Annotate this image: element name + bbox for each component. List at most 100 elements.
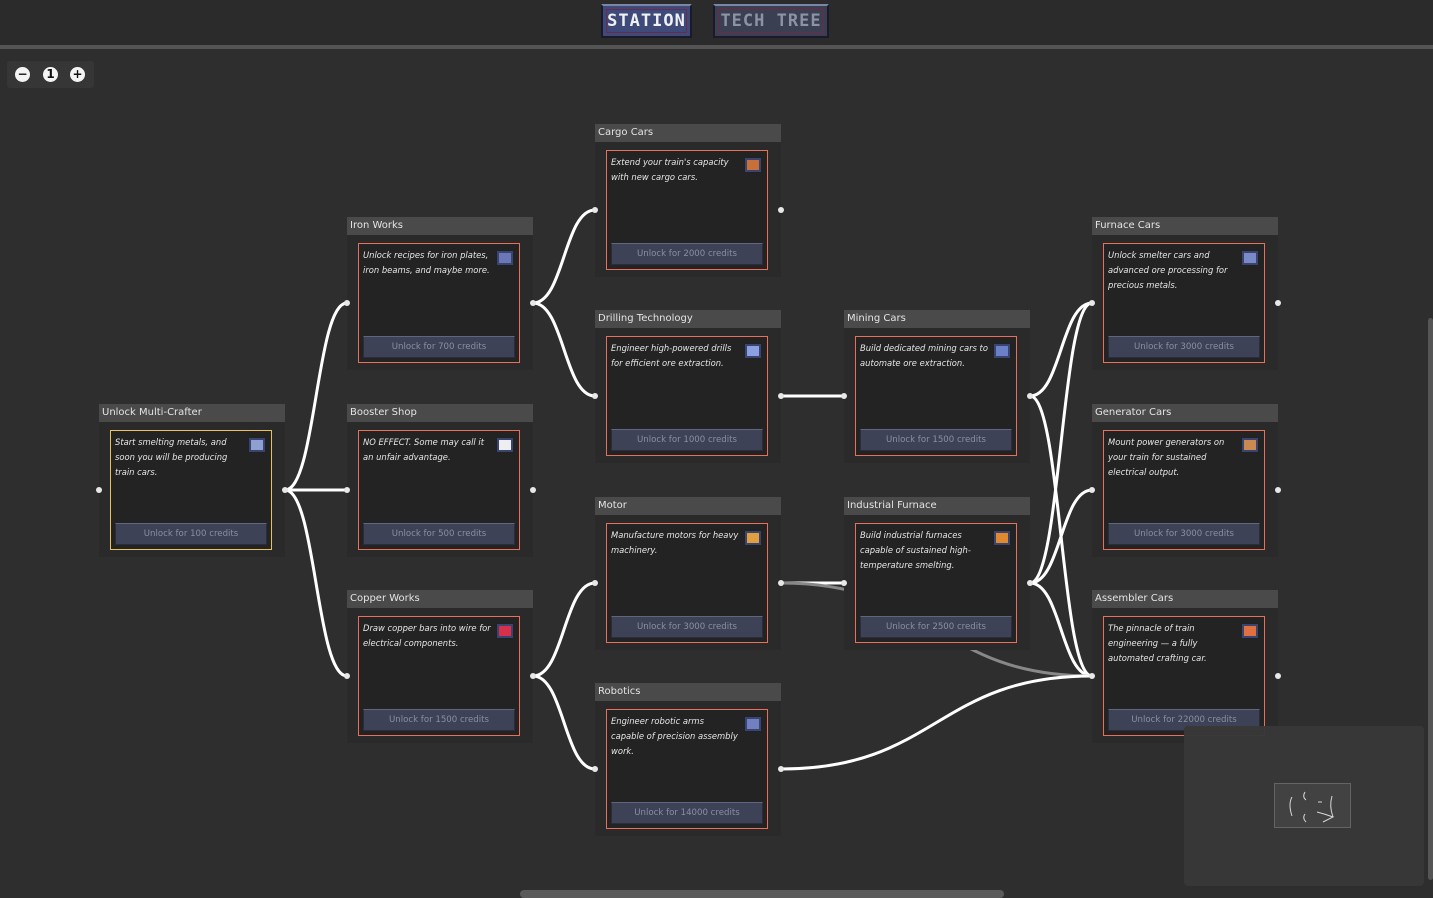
tab-tech-tree[interactable]: TECH TREE bbox=[713, 4, 829, 38]
unlock-button[interactable]: Unlock for 1500 credits bbox=[860, 429, 1012, 451]
node-title: Industrial Furnace bbox=[844, 497, 1030, 515]
input-port[interactable] bbox=[344, 487, 350, 493]
input-port[interactable] bbox=[841, 580, 847, 586]
node-card[interactable]: Mount power generators on your train for… bbox=[1103, 430, 1265, 550]
booster-icon bbox=[496, 437, 514, 453]
horizontal-scrollbar[interactable] bbox=[520, 890, 1004, 898]
node-card[interactable]: Build dedicated mining cars to automate … bbox=[855, 336, 1017, 456]
tech-node-drilling: Drilling Technology Engineer high-powere… bbox=[592, 310, 784, 463]
tech-node-cargo: Cargo Cars Extend your train's capacity … bbox=[592, 124, 784, 277]
minimap[interactable] bbox=[1184, 726, 1424, 886]
unlock-button[interactable]: Unlock for 3000 credits bbox=[1108, 336, 1260, 358]
smelter-car-icon bbox=[1241, 250, 1259, 266]
output-port[interactable] bbox=[778, 207, 784, 213]
input-port[interactable] bbox=[592, 207, 598, 213]
tech-node-furnace: Furnace Cars Unlock smelter cars and adv… bbox=[1089, 217, 1281, 370]
node-title: Copper Works bbox=[347, 590, 533, 608]
drill-icon bbox=[744, 343, 762, 359]
node-description: Engineer high-powered drills for efficie… bbox=[611, 343, 732, 368]
node-description: Manufacture motors for heavy machinery. bbox=[611, 530, 739, 555]
node-card[interactable]: NO EFFECT. Some may call it an unfair ad… bbox=[358, 430, 520, 550]
tech-node-robotics: Robotics Engineer robotic arms capable o… bbox=[592, 683, 784, 836]
node-title: Cargo Cars bbox=[595, 124, 781, 142]
edge-iron-cargo bbox=[532, 208, 596, 305]
node-title: Motor bbox=[595, 497, 781, 515]
assembler-icon bbox=[1241, 623, 1259, 639]
input-port[interactable] bbox=[344, 673, 350, 679]
output-port[interactable] bbox=[778, 393, 784, 399]
unlock-button[interactable]: Unlock for 700 credits bbox=[363, 336, 515, 358]
furnace-icon bbox=[993, 530, 1011, 546]
node-card[interactable]: Engineer robotic arms capable of precisi… bbox=[606, 709, 768, 829]
output-port[interactable] bbox=[1275, 300, 1281, 306]
node-card[interactable]: Build industrial furnaces capable of sus… bbox=[855, 523, 1017, 643]
edge-robotics-assembler bbox=[780, 674, 1093, 771]
node-title: Booster Shop bbox=[347, 404, 533, 422]
node-description: The pinnacle of train engineering — a fu… bbox=[1108, 623, 1207, 663]
node-title: Mining Cars bbox=[844, 310, 1030, 328]
motor-icon bbox=[744, 530, 762, 546]
input-port[interactable] bbox=[344, 300, 350, 306]
tech-node-assembler: Assembler Cars The pinnacle of train eng… bbox=[1089, 590, 1281, 743]
output-port[interactable] bbox=[778, 766, 784, 772]
input-port[interactable] bbox=[1089, 300, 1095, 306]
unlock-button[interactable]: Unlock for 2500 credits bbox=[860, 616, 1012, 638]
input-port[interactable] bbox=[841, 393, 847, 399]
tech-node-copper: Copper Works Draw copper bars into wire … bbox=[344, 590, 536, 743]
output-port[interactable] bbox=[1275, 673, 1281, 679]
node-card[interactable]: Unlock recipes for iron plates, iron bea… bbox=[358, 243, 520, 363]
minimap-preview bbox=[1289, 791, 1335, 823]
output-port[interactable] bbox=[1027, 393, 1033, 399]
iron-beam-icon bbox=[496, 250, 514, 266]
unlock-button[interactable]: Unlock for 2000 credits bbox=[611, 243, 763, 265]
vertical-scrollbar[interactable] bbox=[1428, 318, 1433, 880]
robot-arm-icon bbox=[744, 716, 762, 732]
crafter-icon bbox=[248, 437, 266, 453]
node-card[interactable]: Draw copper bars into wire for electrica… bbox=[358, 616, 520, 736]
unlock-button[interactable]: Unlock for 3000 credits bbox=[611, 616, 763, 638]
input-port[interactable] bbox=[96, 487, 102, 493]
input-port[interactable] bbox=[1089, 673, 1095, 679]
node-description: Mount power generators on your train for… bbox=[1108, 437, 1225, 477]
node-description: Extend your train's capacity with new ca… bbox=[611, 157, 729, 182]
input-port[interactable] bbox=[592, 393, 598, 399]
output-port[interactable] bbox=[282, 487, 288, 493]
node-card[interactable]: Manufacture motors for heavy machinery. … bbox=[606, 523, 768, 643]
node-card[interactable]: The pinnacle of train engineering — a fu… bbox=[1103, 616, 1265, 736]
zoom-in-button[interactable]: + bbox=[70, 67, 85, 82]
output-port[interactable] bbox=[530, 673, 536, 679]
minimap-viewport[interactable] bbox=[1274, 783, 1351, 828]
node-card[interactable]: Start smelting metals, and soon you will… bbox=[110, 430, 272, 550]
node-title: Drilling Technology bbox=[595, 310, 781, 328]
node-description: Engineer robotic arms capable of precisi… bbox=[611, 716, 738, 756]
input-port[interactable] bbox=[592, 766, 598, 772]
node-card[interactable]: Extend your train's capacity with new ca… bbox=[606, 150, 768, 270]
unlock-button[interactable]: Unlock for 1000 credits bbox=[611, 429, 763, 451]
output-port[interactable] bbox=[530, 300, 536, 306]
output-port[interactable] bbox=[530, 487, 536, 493]
zoom-reset-button[interactable]: 1 bbox=[43, 67, 58, 82]
unlock-button[interactable]: Unlock for 1500 credits bbox=[363, 709, 515, 731]
edge-industrial-assembler bbox=[1029, 581, 1093, 678]
tab-station[interactable]: STATION bbox=[601, 4, 692, 38]
node-title: Furnace Cars bbox=[1092, 217, 1278, 235]
unlock-button[interactable]: Unlock for 3000 credits bbox=[1108, 523, 1260, 545]
edge-iron-drilling bbox=[532, 301, 596, 398]
zoom-out-button[interactable]: − bbox=[15, 67, 30, 82]
tech-node-iron: Iron Works Unlock recipes for iron plate… bbox=[344, 217, 536, 370]
node-title: Iron Works bbox=[347, 217, 533, 235]
node-title: Generator Cars bbox=[1092, 404, 1278, 422]
unlock-button[interactable]: Unlock for 14000 credits bbox=[611, 802, 763, 824]
output-port[interactable] bbox=[1275, 487, 1281, 493]
tech-node-mining: Mining Cars Build dedicated mining cars … bbox=[841, 310, 1033, 463]
node-card[interactable]: Engineer high-powered drills for efficie… bbox=[606, 336, 768, 456]
tech-node-industrial: Industrial Furnace Build industrial furn… bbox=[841, 497, 1033, 650]
unlock-button[interactable]: Unlock for 100 credits bbox=[115, 523, 267, 545]
output-port[interactable] bbox=[1027, 580, 1033, 586]
input-port[interactable] bbox=[592, 580, 598, 586]
node-card[interactable]: Unlock smelter cars and advanced ore pro… bbox=[1103, 243, 1265, 363]
unlock-button[interactable]: Unlock for 500 credits bbox=[363, 523, 515, 545]
input-port[interactable] bbox=[1089, 487, 1095, 493]
output-port[interactable] bbox=[778, 580, 784, 586]
